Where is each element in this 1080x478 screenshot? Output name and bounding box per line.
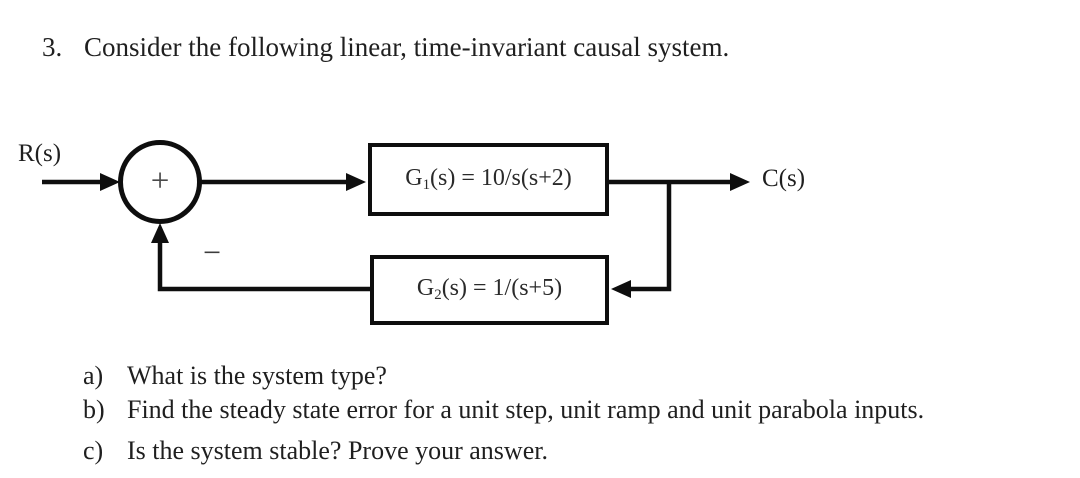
feedback-arrowhead [151, 223, 169, 243]
question-marker: a) [83, 361, 104, 390]
plus-sign: + [150, 162, 170, 199]
feedback-line [157, 239, 372, 292]
block-g1-label: G1(s) = 10/s(s+2) [405, 165, 572, 194]
block-g1-sub: 1 [422, 177, 431, 194]
block-g1-base: G [405, 164, 423, 191]
question-item-c: c) Is the system stable? Prove your answe… [83, 436, 548, 466]
question-text: What is the system type? [127, 361, 387, 390]
branch-to-g2-arrowhead [611, 280, 631, 298]
block-g1-expr: (s) = 10/s(s+2) [430, 164, 572, 191]
block-g2-expr: (s) = 1/(s+5) [441, 275, 563, 302]
sum-to-g1-arrowhead [346, 173, 366, 191]
block-g2-label: G2(s) = 1/(s+5) [417, 275, 562, 304]
output-label: C(s) [762, 165, 806, 192]
block-g1: G1(s) = 10/s(s+2) [368, 143, 609, 216]
branch-line [627, 182, 672, 292]
input-label: R(s) [18, 140, 62, 167]
question-marker: c) [83, 436, 104, 465]
problem-title: Consider the following linear, time-inva… [84, 32, 730, 62]
minus-sign: − [203, 234, 222, 270]
output-arrowhead [730, 173, 750, 191]
question-text: Is the system stable? Prove your answer. [127, 436, 548, 465]
question-marker: b) [83, 395, 105, 424]
question-item-b: b) Find the steady state error for a unit… [83, 395, 924, 425]
block-g2: G2(s) = 1/(s+5) [370, 255, 609, 325]
block-g2-base: G [416, 275, 435, 302]
problem-number: 3. [42, 32, 63, 62]
question-text: Find the steady state error for a unit s… [127, 395, 925, 424]
question-item-a: a) What is the system type? [83, 361, 387, 391]
block-g2-sub: 2 [434, 287, 442, 304]
summing-junction: + [118, 140, 202, 224]
input-arrowhead [100, 173, 120, 191]
